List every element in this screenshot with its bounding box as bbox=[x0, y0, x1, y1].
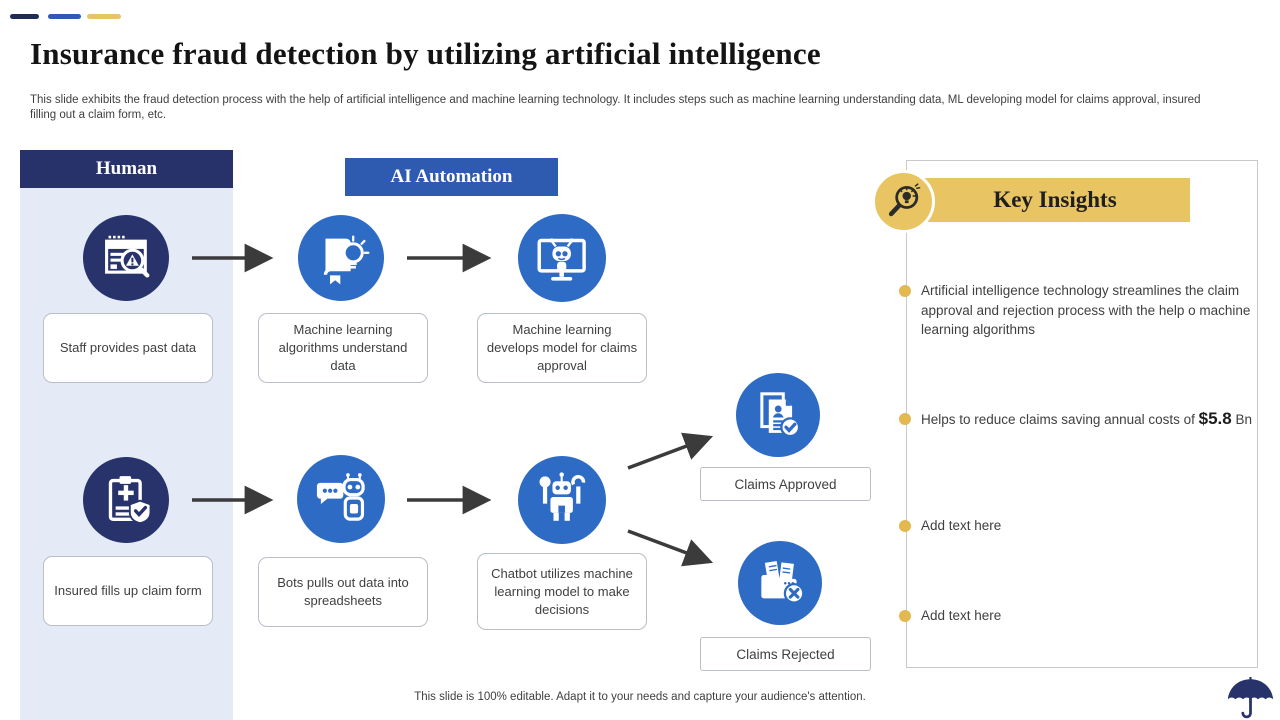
ml-develop-label: Machine learning develops model for clai… bbox=[477, 313, 647, 383]
key-insights-badge bbox=[872, 170, 935, 233]
ml-understand-node bbox=[298, 215, 384, 301]
bots-node bbox=[297, 455, 385, 543]
bullet-dot bbox=[899, 413, 911, 425]
chatbot-node bbox=[518, 456, 606, 544]
model-monitor-robot-icon bbox=[537, 238, 587, 281]
claims-approved-node bbox=[736, 373, 820, 457]
bullet-dot bbox=[899, 520, 911, 532]
claims-rejected-node bbox=[738, 541, 822, 625]
insight-bullet-2-value: $5.8 bbox=[1198, 409, 1232, 428]
claim-form-clipboard-icon bbox=[108, 476, 152, 525]
bullet-dot bbox=[899, 285, 911, 297]
human-column-header: Human bbox=[20, 150, 233, 188]
bots-chat-robot-icon bbox=[317, 473, 366, 522]
ai-automation-header: AI Automation bbox=[345, 158, 558, 196]
insured-node bbox=[83, 457, 169, 543]
accent-dash-blue bbox=[48, 14, 81, 19]
insight-bullet-2: Helps to reduce claims saving annual cos… bbox=[921, 409, 1256, 430]
claims-rejected-label: Claims Rejected bbox=[700, 637, 871, 671]
staff-data-node bbox=[83, 215, 169, 301]
insight-bullet-4[interactable]: Add text here bbox=[921, 608, 1002, 623]
ml-develop-node bbox=[518, 214, 606, 302]
insured-label: Insured fills up claim form bbox=[43, 556, 213, 626]
claims-approved-label: Claims Approved bbox=[700, 467, 871, 501]
slide-description: This slide exhibits the fraud detection … bbox=[30, 94, 1201, 121]
fraud-report-magnifier-icon bbox=[105, 235, 150, 278]
claims-rejected-folder-icon bbox=[761, 560, 805, 604]
bots-label: Bots pulls out data into spreadsheets bbox=[258, 557, 428, 627]
chatbot-label: Chatbot utilizes machine learning model … bbox=[477, 553, 647, 630]
page-title: Insurance fraud detection by utilizing a… bbox=[30, 36, 821, 71]
umbrella-icon bbox=[1227, 677, 1274, 719]
insight-bullet-2-prefix: Helps to reduce claims saving annual cos… bbox=[921, 412, 1199, 427]
staff-label: Staff provides past data bbox=[43, 313, 213, 383]
key-insights-panel bbox=[906, 160, 1258, 668]
claims-approved-document-icon bbox=[760, 392, 800, 437]
magnifier-lightbulb-icon bbox=[888, 182, 920, 216]
machine-learning-book-bulb-icon bbox=[323, 235, 370, 285]
insight-bullet-3[interactable]: Add text here bbox=[921, 518, 1002, 533]
insight-bullet-1: Artificial intelligence technology strea… bbox=[921, 283, 1251, 337]
ml-understand-label: Machine learning algorithms understand d… bbox=[258, 313, 428, 383]
accent-dash-yellow bbox=[87, 14, 121, 19]
bullet-dot bbox=[899, 610, 911, 622]
chatbot-robot-icon bbox=[539, 472, 586, 522]
insight-bullet-2-suffix: Bn bbox=[1231, 412, 1252, 427]
accent-dash-navy bbox=[10, 14, 39, 19]
footer-note: This slide is 100% editable. Adapt it to… bbox=[414, 691, 866, 703]
key-insights-title: Key Insights bbox=[920, 178, 1190, 222]
